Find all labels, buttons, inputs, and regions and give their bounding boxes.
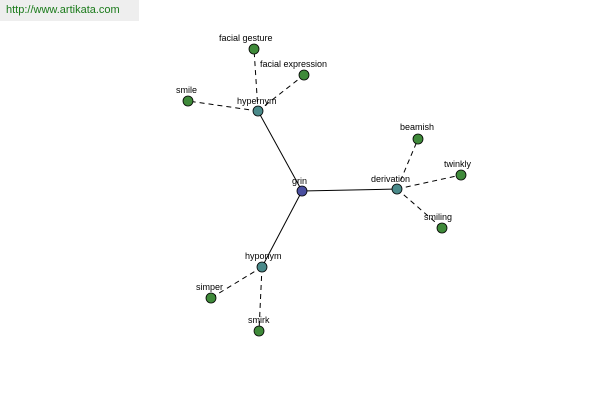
node-label-grin: grin xyxy=(292,176,307,186)
edge-derivation-twinkly xyxy=(396,174,462,190)
node-simper[interactable] xyxy=(205,292,217,304)
node-label-smirk: smirk xyxy=(248,315,270,325)
node-facial-expression[interactable] xyxy=(298,69,310,81)
node-grin[interactable] xyxy=(296,185,308,197)
edge-grin-hyponym xyxy=(261,190,303,268)
edge-hypernym-smile xyxy=(187,100,259,112)
node-hypernym[interactable] xyxy=(252,105,264,117)
node-label-hyponym: hyponym xyxy=(245,251,282,261)
node-label-facial-expression: facial expression xyxy=(260,59,327,69)
node-hyponym[interactable] xyxy=(256,261,268,273)
edge-hypernym-facial-gesture xyxy=(253,48,259,112)
node-smirk[interactable] xyxy=(253,325,265,337)
edge-grin-derivation xyxy=(301,188,398,192)
edge-hyponym-smirk xyxy=(258,266,263,332)
node-label-simper: simper xyxy=(196,282,223,292)
node-twinkly[interactable] xyxy=(455,169,467,181)
node-derivation[interactable] xyxy=(391,183,403,195)
node-smiling[interactable] xyxy=(436,222,448,234)
edge-derivation-beamish xyxy=(396,138,419,190)
node-label-facial-gesture: facial gesture xyxy=(219,33,273,43)
node-label-derivation: derivation xyxy=(371,174,410,184)
source-url-link[interactable]: http://www.artikata.com xyxy=(0,0,139,21)
node-label-beamish: beamish xyxy=(400,122,434,132)
node-label-smile: smile xyxy=(176,85,197,95)
graph-nodes xyxy=(182,43,467,337)
node-beamish[interactable] xyxy=(412,133,424,145)
edge-derivation-smiling xyxy=(396,188,443,229)
node-label-smiling: smiling xyxy=(424,212,452,222)
node-label-twinkly: twinkly xyxy=(444,159,472,169)
node-label-hypernym: hypernym xyxy=(237,96,277,106)
edge-hyponym-simper xyxy=(210,266,263,299)
graph-edges xyxy=(187,48,462,332)
edge-grin-hypernym xyxy=(257,110,303,192)
node-facial-gesture[interactable] xyxy=(248,43,260,55)
edge-hypernym-facial-expression xyxy=(257,74,305,112)
node-smile[interactable] xyxy=(182,95,194,107)
graph-labels: grin hypernym derivation hyponym facial gest… xyxy=(176,33,472,325)
